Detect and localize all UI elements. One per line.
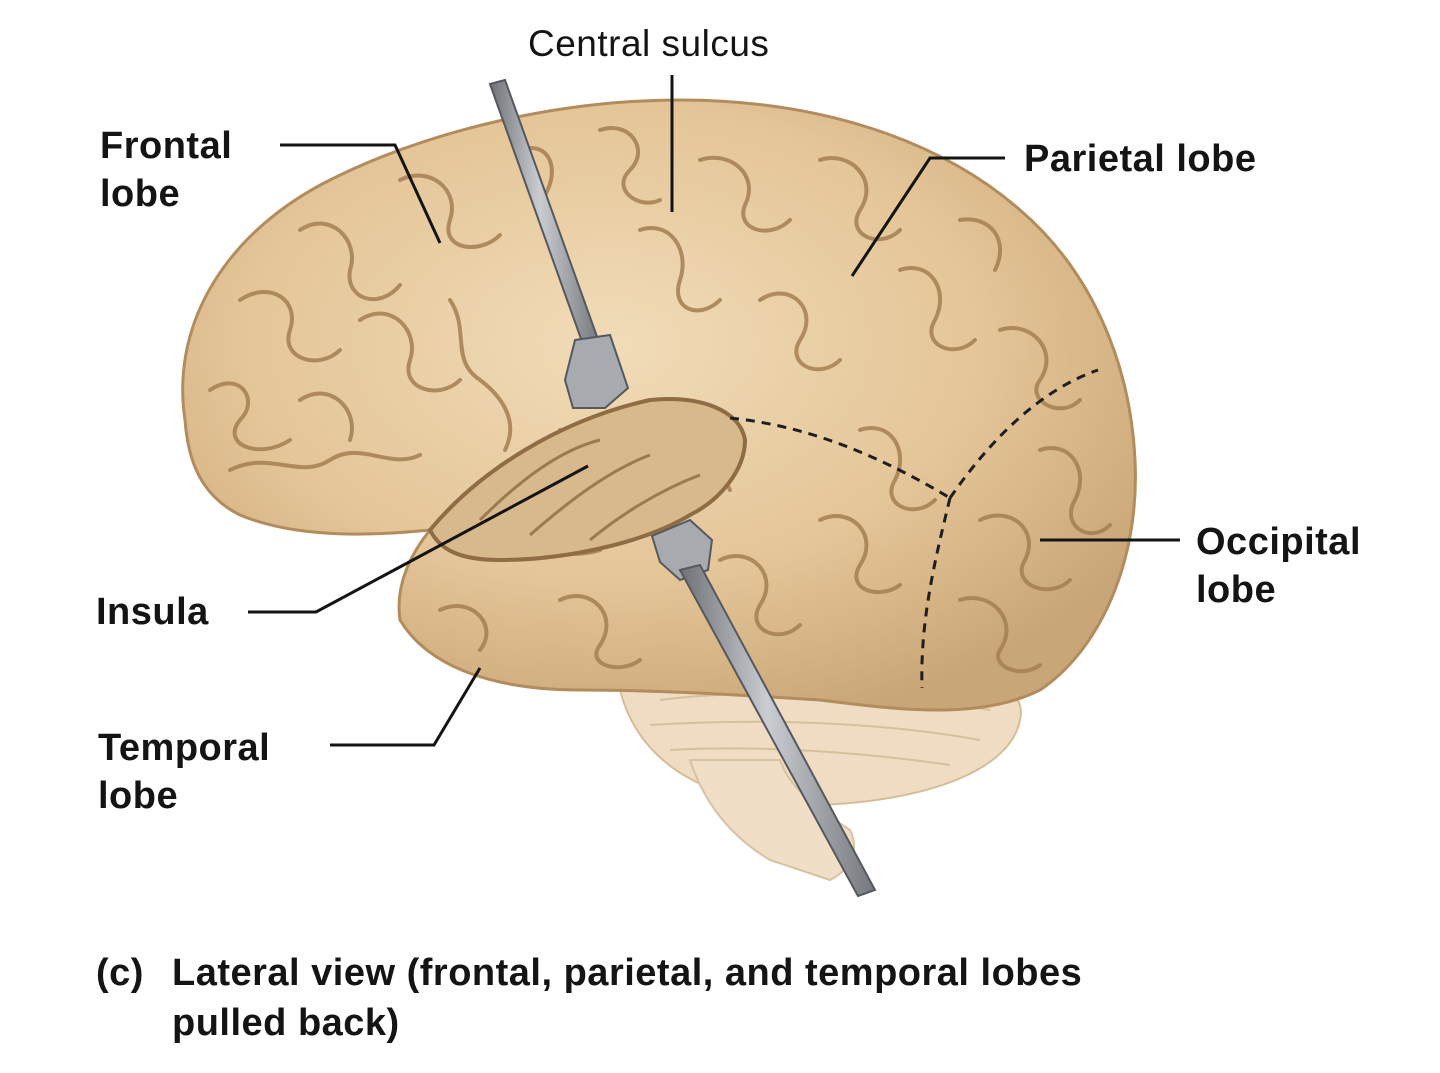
leader-parietal-lobe bbox=[850, 156, 1005, 277]
label-insula: Insula bbox=[96, 591, 209, 633]
lobe-boundaries bbox=[729, 368, 1099, 689]
caption-line-1: Lateral view (frontal, parietal, and tem… bbox=[172, 952, 1083, 994]
caption-line-2: pulled back) bbox=[172, 1002, 400, 1044]
leader-frontal-lobe bbox=[280, 143, 442, 244]
caption-letter: (c) bbox=[96, 952, 144, 994]
label-temporal-lobe: Temporal lobe bbox=[98, 727, 271, 817]
label-frontal-lobe: Frontal lobe bbox=[100, 125, 233, 215]
label-occipital-lobe: Occipital lobe bbox=[1196, 521, 1361, 611]
label-central-sulcus: Central sulcus bbox=[528, 23, 770, 64]
insula-region bbox=[427, 397, 748, 563]
lower-retractor bbox=[650, 518, 877, 898]
leader-insula bbox=[248, 464, 589, 614]
label-parietal-lobe: Parietal lobe bbox=[1024, 138, 1257, 180]
upper-retractor bbox=[488, 78, 630, 409]
leader-temporal-lobe bbox=[330, 667, 482, 747]
figure-caption: (c) Lateral view (frontal, parietal, and … bbox=[96, 948, 1082, 1048]
leader-lines bbox=[248, 75, 1180, 747]
